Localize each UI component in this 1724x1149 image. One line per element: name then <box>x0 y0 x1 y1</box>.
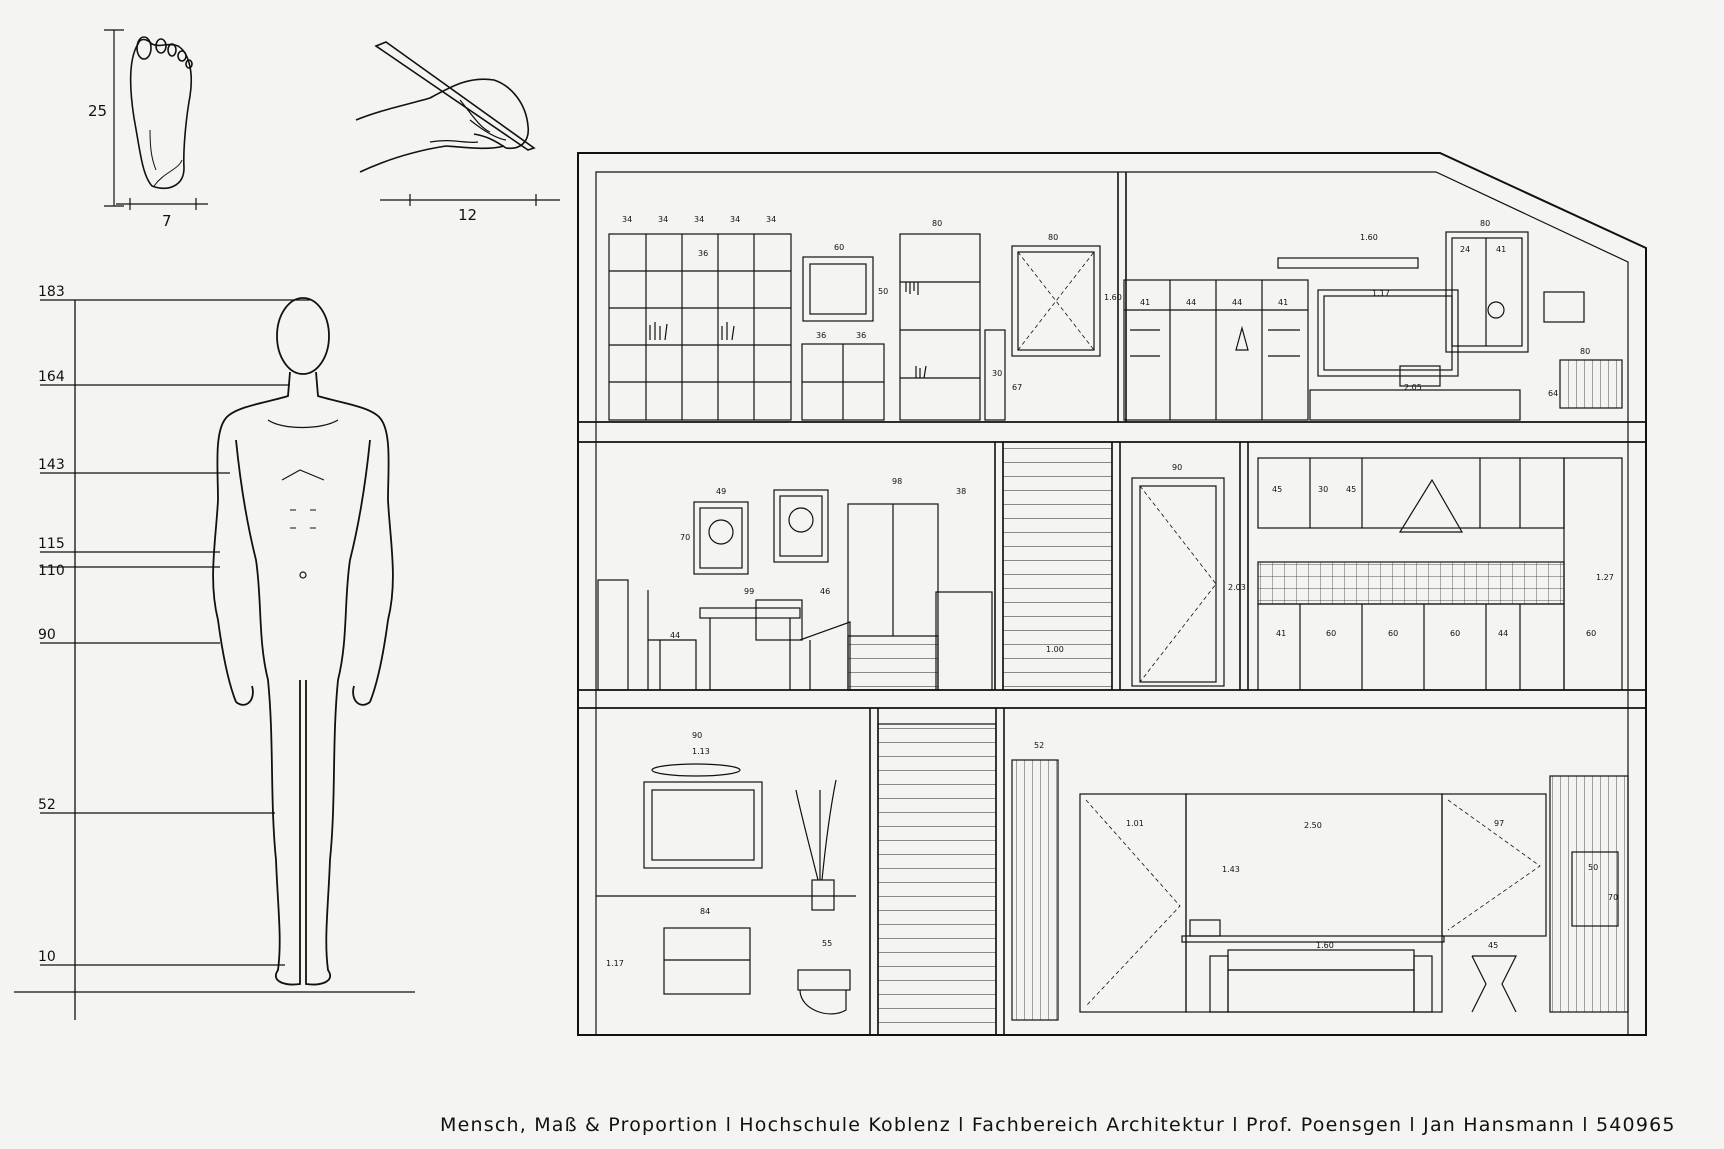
footer-sep-5: l <box>1575 1114 1596 1136</box>
dim-kitchen-30: 30 <box>1318 485 1328 494</box>
dim-window-160: 1.60 <box>1104 293 1122 302</box>
dim-attic-80: 80 <box>1480 219 1490 228</box>
foot-width-label: 7 <box>162 212 172 230</box>
height-143: 143 <box>38 457 65 473</box>
dim-tv-117: 1.17 <box>1372 289 1390 298</box>
dim-side-table-45: 45 <box>1488 941 1498 950</box>
dim-cupboard-98: 98 <box>892 477 902 486</box>
dim-mirror-50: 50 <box>878 287 888 296</box>
dim-table-46: 46 <box>820 587 830 596</box>
dim-tv-44b: 44 <box>1232 298 1242 307</box>
dim-shelf-34e: 34 <box>766 215 776 224</box>
dim-base-60c: 60 <box>1450 629 1460 638</box>
dim-panel-50: 50 <box>1588 863 1598 872</box>
dim-tv-205: 2.05 <box>1404 383 1422 392</box>
dim-mirror-bath-90: 90 <box>692 731 702 740</box>
dim-panel-70: 70 <box>1608 893 1618 902</box>
footer-author: Jan Hansmann <box>1423 1114 1575 1136</box>
footer-student-id: 540965 <box>1595 1114 1676 1136</box>
footer-professor: Prof. Poensgen <box>1246 1114 1403 1136</box>
dim-base-60a: 60 <box>1326 629 1336 638</box>
dim-shelf-34d: 34 <box>730 215 740 224</box>
footer-sep-4: l <box>1402 1114 1424 1136</box>
dim-kitchen-45a: 45 <box>1272 485 1282 494</box>
dim-shelf-34c: 34 <box>694 215 704 224</box>
dim-desk-30: 30 <box>992 369 1002 378</box>
dim-vanity-84: 84 <box>700 907 710 916</box>
dim-curtain-52: 52 <box>1034 741 1044 750</box>
dim-window-250: 2.50 <box>1304 821 1322 830</box>
dim-window-143: 1.43 <box>1222 865 1240 874</box>
dim-tv-160: 1.60 <box>1360 233 1378 242</box>
dim-window-80: 80 <box>1048 233 1058 242</box>
dim-shelf-34b: 34 <box>658 215 668 224</box>
dim-small-36b: 36 <box>856 331 866 340</box>
dim-tv-41b: 41 <box>1278 298 1288 307</box>
dim-bookcase-80: 80 <box>932 219 942 228</box>
height-183: 183 <box>38 284 65 300</box>
dim-base-44: 44 <box>1498 629 1508 638</box>
footer-school: Hochschule Koblenz <box>739 1114 951 1136</box>
dim-door-203: 2.03 <box>1228 583 1246 592</box>
hand-width-label: 12 <box>458 206 477 224</box>
dim-mirror-bath-113: 1.13 <box>692 747 710 756</box>
foot-drawing <box>104 29 208 210</box>
dim-sill-67: 67 <box>1012 383 1022 392</box>
height-110: 110 <box>38 563 65 579</box>
dim-tv-44a: 44 <box>1186 298 1196 307</box>
dim-shelf-36: 36 <box>698 249 708 258</box>
footer-sep-3: l <box>1225 1114 1247 1136</box>
ground-floor <box>596 723 1629 1036</box>
dim-towel-55: 55 <box>822 939 832 948</box>
dim-table-99: 99 <box>744 587 754 596</box>
human-figure <box>212 297 394 986</box>
footer-sep-2: l <box>950 1114 972 1136</box>
top-left-room <box>608 233 1101 421</box>
dim-shelf-34a: 34 <box>622 215 632 224</box>
title-block: Mensch, Maß & Proportion l Hochschule Ko… <box>440 1114 1710 1136</box>
dim-door-90: 90 <box>1172 463 1182 472</box>
dim-small-36a: 36 <box>816 331 826 340</box>
dim-base-41: 41 <box>1276 629 1286 638</box>
dim-bath-117: 1.17 <box>606 959 624 968</box>
height-52: 52 <box>38 797 56 813</box>
foot-length-label: 25 <box>88 102 107 120</box>
footer-course: Mensch, Maß & Proportion <box>440 1114 719 1136</box>
dim-chair-44: 44 <box>670 631 680 640</box>
dim-kitchen-127: 1.27 <box>1596 573 1614 582</box>
dim-tv-41a: 41 <box>1140 298 1150 307</box>
height-10: 10 <box>38 949 56 965</box>
dim-window-101: 1.01 <box>1126 819 1144 828</box>
height-115: 115 <box>38 536 65 552</box>
dim-mirror-60: 60 <box>834 243 844 252</box>
middle-floor <box>597 441 1623 691</box>
height-scale <box>14 299 415 1020</box>
dim-picture-49: 49 <box>716 487 726 496</box>
height-164: 164 <box>38 369 65 385</box>
dim-attic-24: 24 <box>1460 245 1470 254</box>
top-right-room <box>1123 231 1623 421</box>
dim-radiator-80: 80 <box>1580 347 1590 356</box>
footer-sep-1: l <box>718 1114 740 1136</box>
dim-side-38: 38 <box>956 487 966 496</box>
footer-department: Fachbereich Architektur <box>971 1114 1226 1136</box>
dim-stairs-100: 1.00 <box>1046 645 1064 654</box>
dim-window-97: 97 <box>1494 819 1504 828</box>
dim-attic-41: 41 <box>1496 245 1506 254</box>
dim-picture-70: 70 <box>680 533 690 542</box>
dim-base-60d: 60 <box>1586 629 1596 638</box>
height-90: 90 <box>38 627 56 643</box>
dim-kitchen-45b: 45 <box>1346 485 1356 494</box>
dim-sofa-160: 1.60 <box>1316 941 1334 950</box>
hand-drawing <box>355 41 560 206</box>
dim-base-60b: 60 <box>1388 629 1398 638</box>
dim-radiator-64: 64 <box>1548 389 1558 398</box>
